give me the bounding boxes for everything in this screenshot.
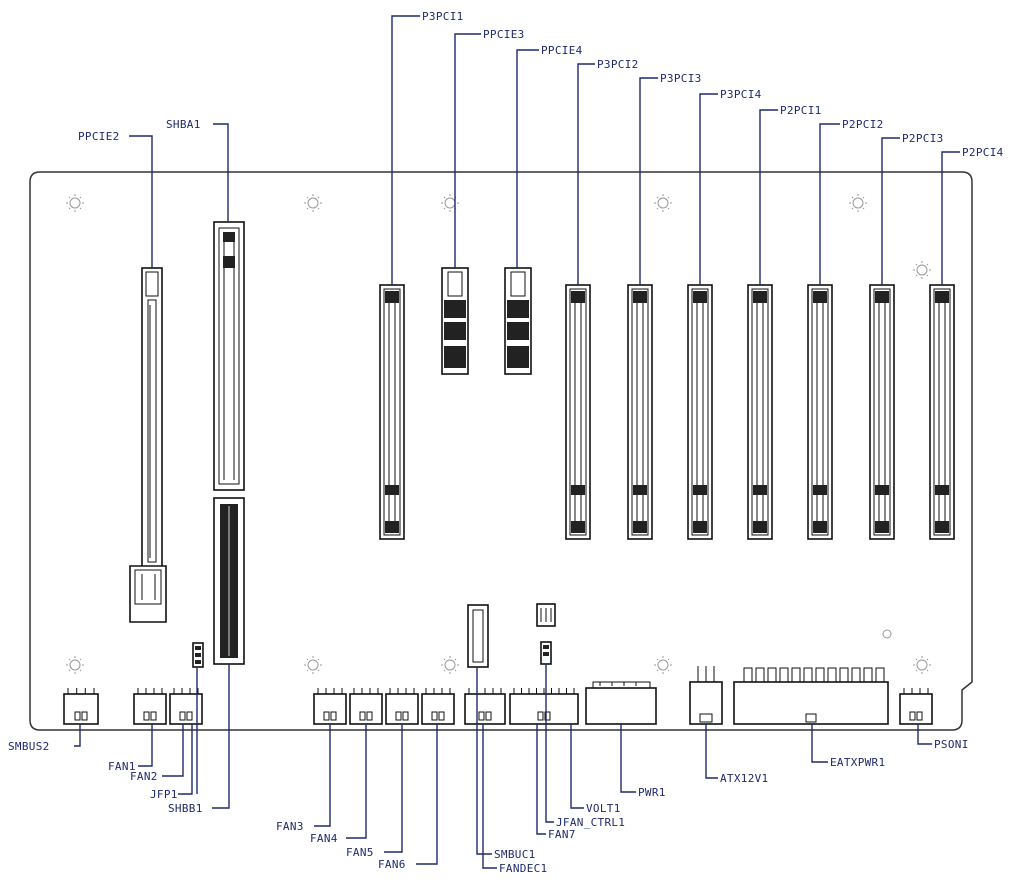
mounting-hole [849,194,867,212]
bottom-leaders [74,664,932,869]
label-p2pci1: P2PCI1 [780,104,822,117]
ppcie4-slot [504,267,532,375]
label-fan4: FAN4 [310,832,338,845]
label-shbb1: SHBB1 [168,802,203,815]
label-fandec1: FANDEC1 [499,862,547,875]
label-p2pci4: P2PCI4 [962,146,1004,159]
label-fan7: FAN7 [548,828,576,841]
mounting-hole [304,656,322,674]
pci-slot [869,284,895,540]
mounting-hole [441,656,459,674]
smbuc1-header [467,604,489,668]
mounting-hole [913,261,931,279]
pwr1-connector [585,681,657,725]
mounting-hole [913,656,931,674]
atx12v1-connector [689,666,723,725]
jfan-ctrl-header [540,641,552,665]
jfp1-header [192,642,204,668]
mounting-hole [66,194,84,212]
mounting-hole [654,656,672,674]
shba1-connector [213,221,245,491]
fan-connector [313,688,347,725]
pci-slot [929,284,955,540]
pci-slot [627,284,653,540]
label-shba1: SHBA1 [166,118,201,131]
label-p2pci3: P2PCI3 [902,132,944,145]
ppcie3-slot [441,267,469,375]
pci-slot [565,284,591,540]
eatxpwr1-connector [733,667,889,725]
label-ppcie4: PPCIE4 [541,44,583,57]
label-atx12v1: ATX12V1 [720,772,768,785]
label-ppcie3: PPCIE3 [483,28,525,41]
fan-connector [421,688,455,725]
label-p3pci2: P3PCI2 [597,58,639,71]
label-fan2: FAN2 [130,770,158,783]
label-p3pci1: P3PCI1 [422,10,464,23]
label-ppcie2: PPCIE2 [78,130,120,143]
label-p3pci3: P3PCI3 [660,72,702,85]
fan7-header [536,603,556,627]
small-hole [882,629,892,639]
mounting-hole [66,656,84,674]
pci-slot [747,284,773,540]
fan-connector [63,688,99,725]
label-smbus2: SMBUS2 [8,740,50,753]
bottom-connectors [63,688,933,725]
label-fan1: FAN1 [108,760,136,773]
label-eatxpwr1: EATXPWR1 [830,756,885,769]
mounting-hole [304,194,322,212]
label-psoni: PSONI [934,738,969,751]
board-outline [29,171,973,731]
top-leaders [129,15,960,285]
fan-connector [349,688,383,725]
fan-connector [385,688,419,725]
label-fan6: FAN6 [378,858,406,871]
fan-connector [509,688,579,725]
label-smbuc1: SMBUC1 [494,848,536,861]
label-volt1: VOLT1 [586,802,621,815]
pci-slots [379,284,955,540]
label-p2pci2: P2PCI2 [842,118,884,131]
label-pwr1: PWR1 [638,786,666,799]
label-jfp1: JFP1 [150,788,178,801]
shbb1-connector [213,497,245,665]
fan-connector [899,688,933,725]
fan-connector [464,688,506,725]
label-jfan-ctrl1: JFAN_CTRL1 [556,816,625,829]
pci-slot [807,284,833,540]
label-p3pci4: P3PCI4 [720,88,762,101]
pci-slot [687,284,713,540]
pci-slot [379,284,405,540]
label-fan5: FAN5 [346,846,374,859]
fan-connector [133,688,167,725]
label-fan3: FAN3 [276,820,304,833]
mounting-hole [654,194,672,212]
